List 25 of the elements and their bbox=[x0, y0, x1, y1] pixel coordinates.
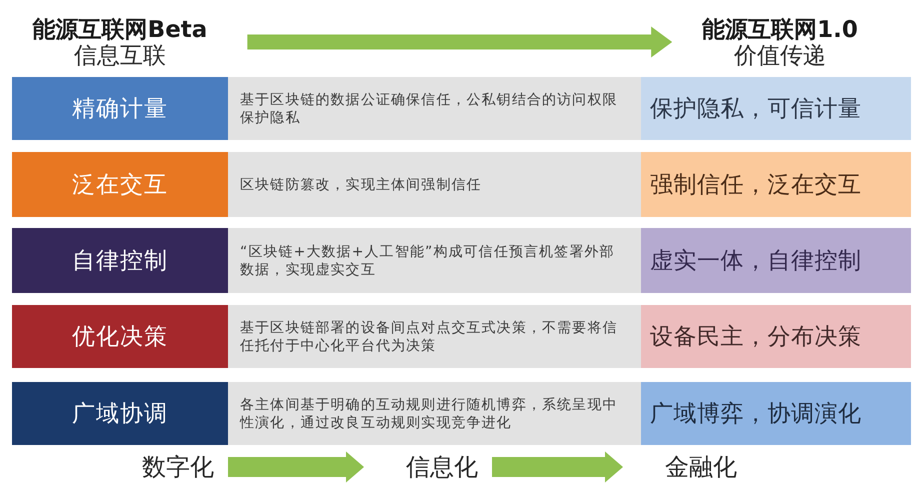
category-box: 自律控制 bbox=[12, 228, 228, 293]
stage-heading: 能源互联网1.0 bbox=[702, 18, 858, 43]
stage-subheading: 价值传递 bbox=[734, 43, 826, 69]
category-box: 优化决策 bbox=[12, 305, 228, 368]
outcome-box: 保护隐私，可信计量 bbox=[641, 77, 911, 140]
stage-subheading: 信息互联 bbox=[74, 43, 166, 69]
category-box: 广域协调 bbox=[12, 382, 228, 445]
arrow bbox=[228, 452, 364, 482]
category-box: 泛在交互 bbox=[12, 152, 228, 217]
category-box: 精确计量 bbox=[12, 77, 228, 140]
outcome-box: 强制信任，泛在交互 bbox=[641, 152, 911, 217]
description-box: “区块链+大数据+人工智能”构成可信任预言机签署外部数据，实现虚实交互 bbox=[228, 228, 641, 293]
description-box: 各主体间基于明确的互动规则进行随机博弈，系统呈现中性演化，通过改良互动规则实现竞争进化 bbox=[228, 382, 641, 445]
description-box: 基于区块链部署的设备间点对点交互式决策，不需要将信任托付于中心化平台代为决策 bbox=[228, 305, 641, 368]
arrow bbox=[247, 26, 672, 58]
description-box: 区块链防篡改，实现主体间强制信任 bbox=[228, 152, 641, 217]
phase-label: 信息化 bbox=[406, 453, 478, 482]
arrow bbox=[492, 452, 623, 482]
phase-label: 数字化 bbox=[142, 453, 214, 482]
phase-label: 金融化 bbox=[665, 453, 737, 482]
outcome-box: 广域博弈，协调演化 bbox=[641, 382, 911, 445]
outcome-box: 设备民主，分布决策 bbox=[641, 305, 911, 368]
outcome-box: 虚实一体，自律控制 bbox=[641, 228, 911, 293]
description-box: 基于区块链的数据公证确保信任，公私钥结合的访问权限保护隐私 bbox=[228, 77, 641, 140]
stage-heading: 能源互联网Beta bbox=[32, 18, 208, 43]
